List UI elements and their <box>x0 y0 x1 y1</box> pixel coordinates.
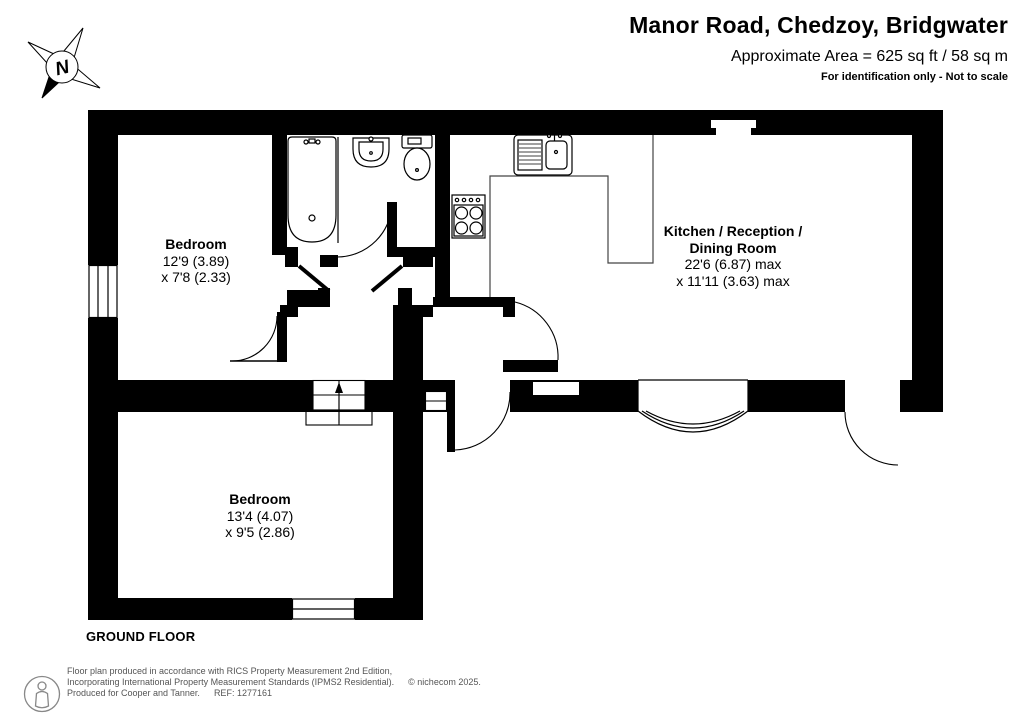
room-dims-1: 12'9 (3.89) <box>162 252 230 269</box>
room-dims-2: x 7'8 (2.33) <box>161 269 231 285</box>
bathroom-fixtures <box>287 134 433 243</box>
floor-label: GROUND FLOOR <box>86 629 196 644</box>
room-name-2: Dining Room <box>689 239 777 256</box>
footer-standards: Incorporating International Property Mea… <box>67 677 395 687</box>
bathtub-icon <box>287 136 339 243</box>
kitchen-fixtures <box>451 133 573 239</box>
footer-line-3: Produced for Cooper and Tanner. REF: 1277… <box>67 688 481 699</box>
footer-copyright: © nichecom 2025. <box>408 677 481 687</box>
footer-line-2: Incorporating International Property Mea… <box>67 677 481 688</box>
room-dims-1: 22'6 (6.87) max <box>684 256 782 272</box>
room-dims-2: x 11'11 (3.63) max <box>676 272 790 289</box>
room-label-kitchen-reception-dining: Kitchen / Reception / Dining Room 22'6 (… <box>628 223 838 289</box>
room-dims-2: x 9'5 (2.86) <box>225 524 295 540</box>
window-bedroom2-icon <box>291 598 356 620</box>
room-label-bedroom-2: Bedroom 13'4 (4.07) x 9'5 (2.86) <box>155 491 365 541</box>
windows <box>88 264 749 620</box>
toilet-icon <box>401 134 433 181</box>
footer-produced-for: Produced for Cooper and Tanner. <box>67 688 200 698</box>
room-name: Bedroom <box>165 236 227 252</box>
scale-disclaimer: For identification only - Not to scale <box>820 71 1008 83</box>
room-dims-1: 13'4 (4.07) <box>226 507 294 524</box>
bedroom1-door <box>230 315 278 362</box>
walls <box>88 110 943 620</box>
side-step-icon <box>424 390 448 412</box>
hob-icon <box>451 194 486 239</box>
southeast-door-arc <box>844 411 899 466</box>
entrance-steps-icon <box>305 379 373 426</box>
footer-line-1: Floor plan produced in accordance with R… <box>67 666 393 676</box>
page-title: Manor Road, Chedzoy, Bridgwater <box>629 12 1008 38</box>
south-door-arc <box>454 391 511 451</box>
footer-disclaimer: Floor plan produced in accordance with R… <box>67 666 481 699</box>
wall-openings <box>88 120 900 620</box>
basin-icon <box>352 136 390 168</box>
person-icon <box>23 675 61 713</box>
sink-unit-icon <box>513 133 573 176</box>
room-name: Kitchen / Reception / <box>663 223 803 239</box>
compass-icon: N <box>27 27 101 99</box>
header: Manor Road, Chedzoy, Bridgwater Approxim… <box>629 12 1008 83</box>
kitchen-door-arc <box>514 301 559 361</box>
doors <box>230 201 899 466</box>
bathroom-door-arc <box>336 201 393 258</box>
room-label-bedroom-1: Bedroom 12'9 (3.89) x 7'8 (2.33) <box>91 236 301 286</box>
area-text: Approximate Area = 625 sq ft / 58 sq m <box>730 48 1008 65</box>
footer-ref: REF: 1277161 <box>213 688 272 698</box>
kitchen-counter-outline <box>489 135 654 297</box>
room-name: Bedroom <box>229 491 291 507</box>
bow-window-icon <box>637 379 749 433</box>
window-left-icon <box>88 264 118 319</box>
hall-double-doors <box>297 264 404 293</box>
compass-north-label: N <box>53 56 73 80</box>
